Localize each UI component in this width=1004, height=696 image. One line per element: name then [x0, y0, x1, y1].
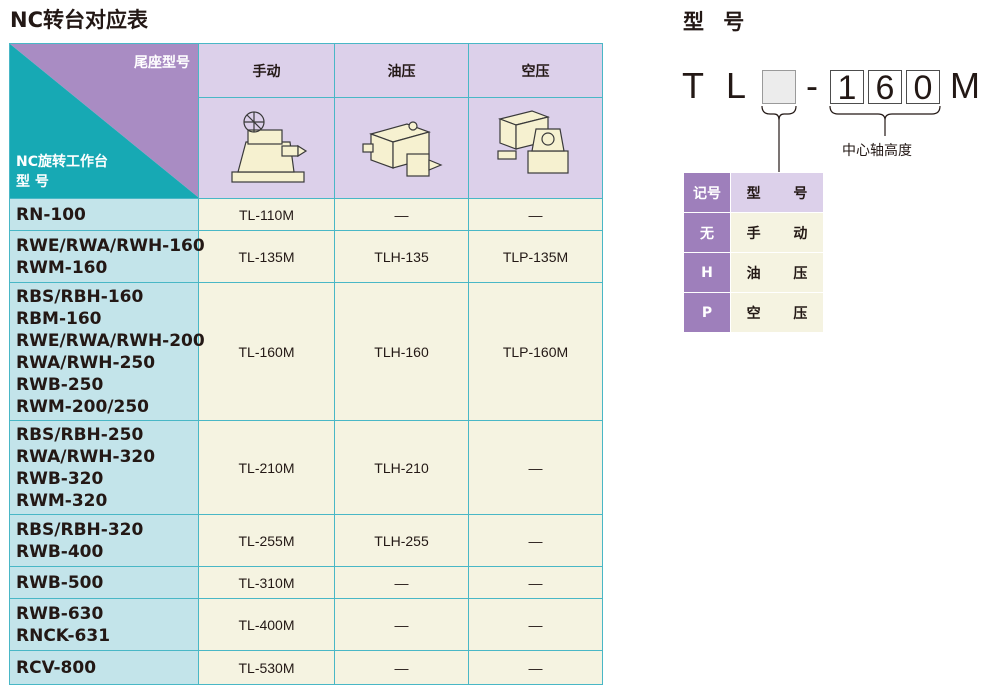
hydraulic-tailstock-illustration [361, 121, 443, 177]
legend-value: 空 压 [730, 292, 824, 333]
legend-value-header: 型 号 [730, 172, 824, 213]
legend-table: 记号 型 号 无 手 动 H 油 压 P 空 压 [683, 172, 824, 333]
manual-model-cell: TL-110M [198, 198, 335, 231]
legend-key: H [683, 252, 731, 293]
hydraulic-tailstock-image-cell [334, 97, 469, 199]
pneumatic-model-cell: — [468, 514, 603, 567]
center-height-label: 中心轴高度 [842, 143, 912, 159]
code-digit-2: 6 [868, 70, 902, 105]
pneumatic-model-cell: — [468, 566, 603, 599]
table-row: RCV-800 TL-530M — — [9, 650, 603, 685]
turntable-model-cell: RN-100 [9, 198, 199, 231]
pneumatic-model-cell: TLP-135M [468, 230, 603, 283]
hydraulic-model-cell: TLH-255 [334, 514, 469, 567]
column-header-pneumatic: 空压 [468, 43, 603, 98]
pneumatic-model-cell: — [468, 420, 603, 515]
legend-row: P 空 压 [683, 292, 824, 333]
manual-model-cell: TL-210M [198, 420, 335, 515]
hydraulic-model-cell: TLH-160 [334, 282, 469, 421]
pneumatic-model-cell: — [468, 598, 603, 651]
table-row: RWB-500 TL-310M — — [9, 566, 603, 599]
pneumatic-tailstock-image-cell [468, 97, 603, 199]
manual-model-cell: TL-255M [198, 514, 335, 567]
hydraulic-model-cell: TLH-210 [334, 420, 469, 515]
manual-model-cell: TL-530M [198, 650, 335, 685]
manual-model-cell: TL-400M [198, 598, 335, 651]
code-suffix-m: M [950, 65, 980, 106]
manual-model-cell: TL-310M [198, 566, 335, 599]
turntable-model-cell: RWB-500 [9, 566, 199, 599]
hydraulic-model-cell: — [334, 198, 469, 231]
pneumatic-tailstock-illustration [496, 110, 569, 174]
model-code-title: 型 号 [683, 10, 751, 34]
hydraulic-model-cell: — [334, 650, 469, 685]
column-header-hydraulic: 油压 [334, 43, 469, 98]
legend-key: 无 [683, 212, 731, 253]
pneumatic-model-cell: — [468, 198, 603, 231]
column-header-manual: 手动 [198, 43, 335, 98]
legend-value: 油 压 [730, 252, 824, 293]
manual-tailstock-illustration [230, 111, 307, 183]
page-title: NC转台对应表 [10, 8, 148, 32]
code-bracket-lines [761, 105, 941, 172]
pneumatic-model-cell: TLP-160M [468, 282, 603, 421]
legend-row: H 油 压 [683, 252, 824, 293]
manual-model-cell: TL-160M [198, 282, 335, 421]
manual-tailstock-image-cell [198, 97, 335, 199]
legend-key: P [683, 292, 731, 333]
hydraulic-model-cell: — [334, 598, 469, 651]
code-digit-3: 0 [906, 70, 940, 105]
code-prefix-l: L [726, 65, 747, 106]
corner-diagonal-graphic [10, 44, 198, 198]
turntable-model-cell: RCV-800 [9, 650, 199, 685]
code-prefix-t: T [682, 65, 704, 106]
turntable-model-label: NC旋转工作台 型 号 [16, 154, 108, 190]
code-dash: - [806, 65, 818, 106]
code-type-slot [762, 70, 796, 104]
pneumatic-model-cell: — [468, 650, 603, 685]
hydraulic-model-cell: TLH-135 [334, 230, 469, 283]
legend-header-row: 记号 型 号 [683, 172, 824, 213]
manual-model-cell: TL-135M [198, 230, 335, 283]
legend-row: 无 手 动 [683, 212, 824, 253]
legend-key-header: 记号 [683, 172, 731, 213]
table-row: RN-100 TL-110M — — [9, 198, 603, 231]
hydraulic-model-cell: — [334, 566, 469, 599]
tailstock-model-label: 尾座型号 [134, 55, 190, 71]
table-corner-header: 尾座型号 NC旋转工作台 型 号 [9, 43, 199, 199]
code-digit-1: 1 [830, 70, 864, 105]
nc-turntable-correspondence-table: 尾座型号 NC旋转工作台 型 号 手动 油压 空压 [9, 43, 603, 685]
legend-value: 手 动 [730, 212, 824, 253]
